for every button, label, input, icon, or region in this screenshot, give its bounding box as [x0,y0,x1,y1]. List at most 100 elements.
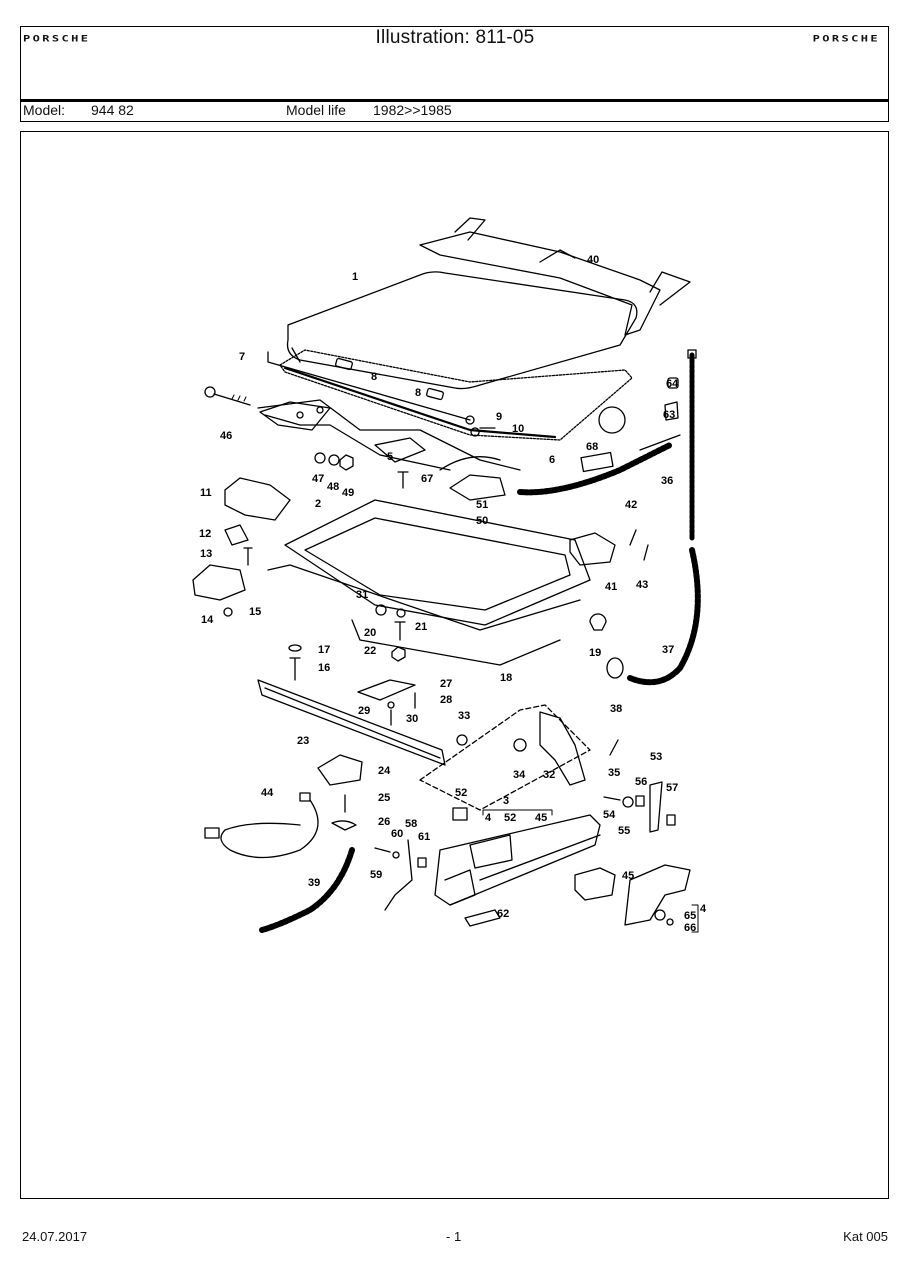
part-26-clip [331,820,357,831]
part-9-washer [465,415,475,425]
callout-36: 36 [661,475,673,487]
cable-assembly [257,399,681,496]
callout-23: 23 [297,735,309,747]
part-12-clip [224,524,249,546]
callout-61: 61 [418,831,430,843]
callout-4b: 4 [700,903,707,915]
callout-17: 17 [318,644,330,656]
part-6-seal [279,349,633,441]
callout-50: 50 [476,515,488,527]
page-title: Illustration: 811-05 [375,27,535,48]
callout-57: 57 [666,782,678,794]
callout-44: 44 [261,787,274,799]
part-67-screw [397,471,409,489]
callout-32: 32 [543,769,555,781]
model-value: 944 82 [91,102,134,118]
part-35-screw [609,739,619,756]
part-45-relay-block [574,867,616,901]
callout-30: 30 [406,713,418,725]
callout-67: 67 [421,473,433,485]
seal-detail [598,406,626,434]
part-8-clip-b [426,387,444,401]
part-3-drive-unit [434,814,601,906]
callout-38: 38 [610,703,622,715]
callout-31: 31 [356,589,368,601]
callout-15: 15 [249,606,261,618]
model-label: Model: [23,102,66,118]
group-bracket-3 [482,809,553,816]
part-33-nut [456,734,468,746]
part-38-grommet [606,657,624,679]
callout-12: 12 [199,528,211,540]
callout-55: 55 [618,825,630,837]
part-56-clip [635,795,645,807]
porsche-logo-right: PORSCHE [812,34,880,44]
part-49-nut [339,454,354,471]
callout-68: 68 [586,441,598,453]
part-10-screw [470,427,496,437]
callout-3: 3 [503,795,509,807]
part-22-nut [391,646,406,662]
callout-60: 60 [391,828,403,840]
callout-1: 1 [352,271,358,283]
callout-51: 51 [476,499,488,511]
callout-7: 7 [239,351,245,363]
callout-52a: 52 [455,787,467,799]
part-43-screw [643,544,649,561]
part-54-screw [603,796,621,801]
part-11-bracket [224,477,291,521]
part-55-grommet [622,796,634,808]
part-19-plug [589,613,607,631]
callout-53: 53 [650,751,662,763]
part-2-frame [267,499,591,631]
part-5-bracket [374,437,426,463]
callout-45b: 45 [622,870,634,882]
part-52-relay [452,807,468,821]
part-4-motor [624,864,691,926]
part-18-rod [351,619,561,666]
diagram-frame [20,131,889,1199]
part-48-washer [328,454,340,466]
part-68-plate [580,451,614,473]
part-61-nut [417,857,427,868]
part-41-motor-bracket [569,532,616,566]
callout-10: 10 [512,423,524,435]
part-32-bracket [539,711,586,786]
part-20-screw [394,621,406,641]
callout-48: 48 [327,481,339,493]
callout-54: 54 [603,809,616,821]
callout-34: 34 [513,769,526,781]
callout-4a: 4 [485,812,492,824]
callout-6: 6 [549,454,555,466]
callout-28: 28 [440,694,452,706]
part-14-housing [192,564,246,601]
header-box [20,26,889,122]
part-23-rail [257,679,446,766]
part-21-washer [396,608,406,618]
part-27-plate [357,679,416,701]
part-47-washer [314,452,326,464]
part-13-screw [243,547,253,566]
part-60-washer [392,851,400,859]
part-63-bracket [664,401,679,421]
footer-catalog: Kat 005 [843,1229,888,1244]
group-bracket-4 [691,904,699,933]
part-linkage-left [259,401,331,431]
callout-2: 2 [315,498,321,510]
callout-20: 20 [364,627,376,639]
part-64-cap [667,377,679,389]
callout-65: 65 [684,910,696,922]
part-53-bracket [649,781,663,833]
part-7-rod [267,351,471,421]
part-59-screw [374,847,391,853]
part-46-bolt [204,386,251,406]
callout-42: 42 [625,499,637,511]
callout-46: 46 [220,430,232,442]
callout-8a: 8 [371,371,377,383]
part-44-wire-harness [204,792,319,859]
callout-47: 47 [312,473,324,485]
callout-62: 62 [497,908,509,920]
model-life-label: Model life [286,102,346,118]
callout-29: 29 [358,705,370,717]
